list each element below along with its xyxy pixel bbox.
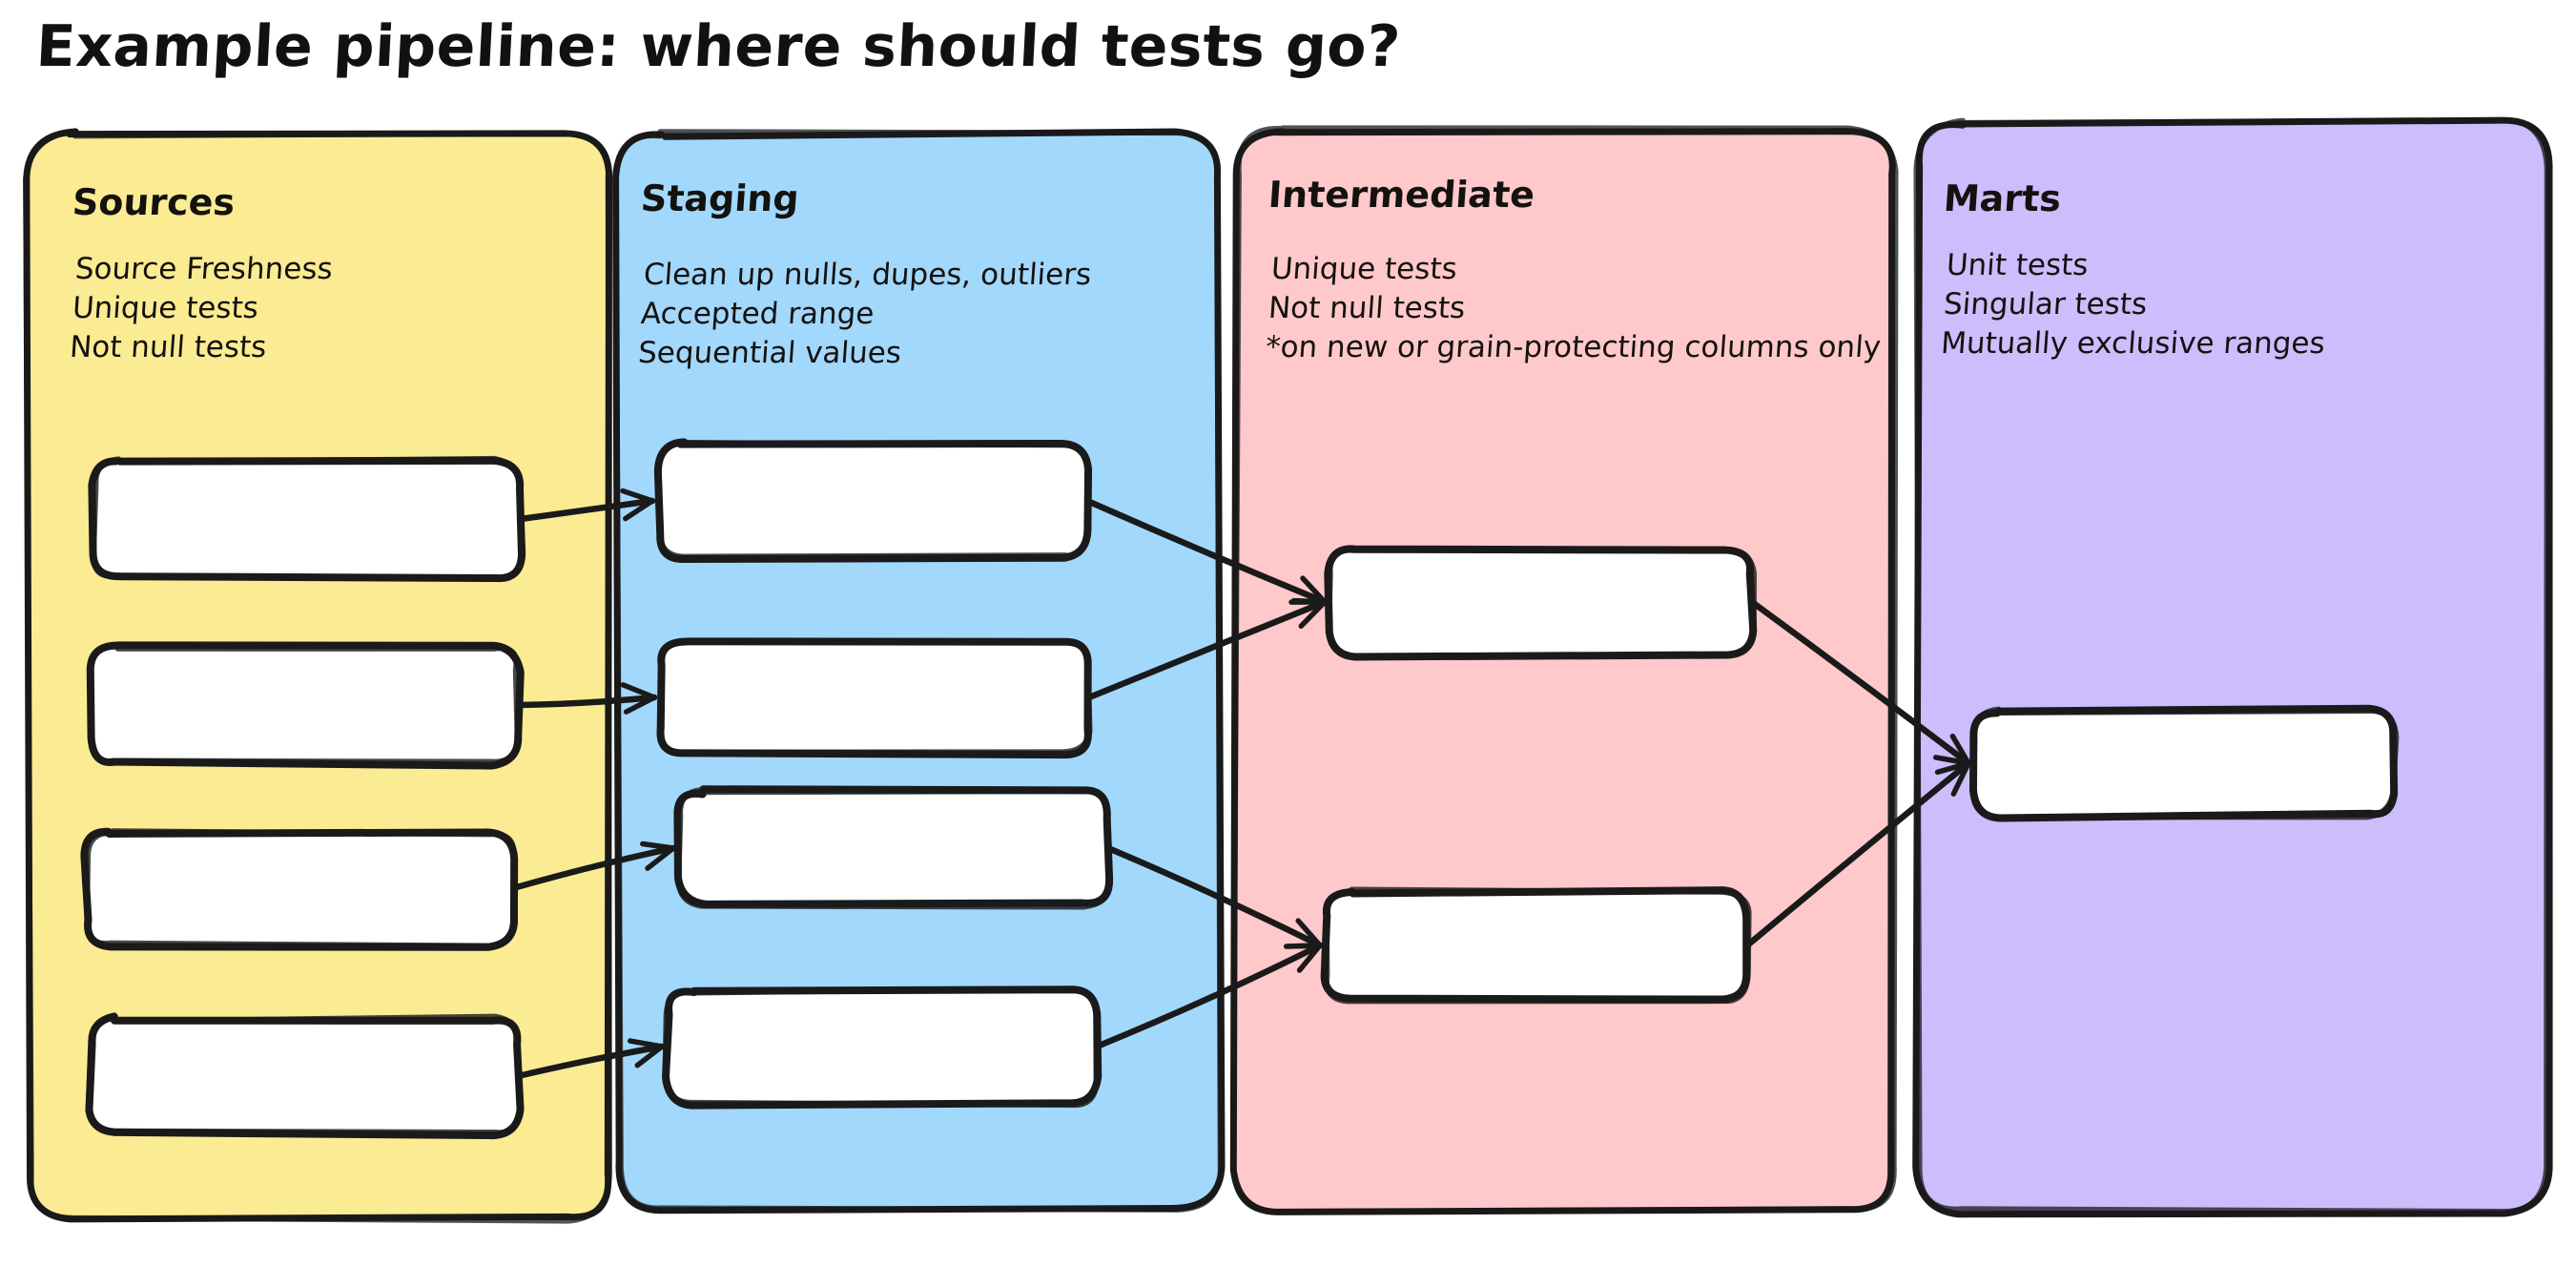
node-fill bbox=[657, 444, 1089, 559]
arrowhead-icon bbox=[1950, 760, 1971, 797]
node-outline bbox=[662, 986, 1100, 1109]
node-fill bbox=[92, 645, 518, 764]
edge-layer bbox=[509, 488, 1972, 1080]
arrowhead-icon bbox=[1934, 760, 1971, 776]
edge-src-4-to-stg-4 bbox=[514, 1038, 666, 1080]
node-box[interactable] bbox=[1324, 545, 1758, 661]
lane-background-marts bbox=[1915, 119, 2549, 1212]
arrowhead-icon bbox=[1949, 733, 1971, 766]
node-fill bbox=[86, 831, 515, 944]
lane-title-staging: Staging bbox=[639, 177, 801, 219]
node-box[interactable] bbox=[673, 785, 1114, 910]
lane-outline-marts bbox=[1913, 117, 2550, 1214]
arrowhead-icon bbox=[1300, 575, 1328, 605]
node-outline bbox=[656, 440, 1092, 560]
lane-title-intermediate: Intermediate bbox=[1267, 174, 1536, 216]
arrowhead-icon bbox=[620, 682, 657, 700]
arrowhead-icon bbox=[627, 1038, 665, 1049]
node-outline bbox=[91, 455, 526, 581]
node-box[interactable] bbox=[86, 641, 525, 770]
arrowhead-icon bbox=[1296, 943, 1323, 973]
node-outline bbox=[1324, 886, 1752, 1005]
node-layer bbox=[80, 438, 2400, 1140]
edge-stg-2-to-int-1 bbox=[1085, 598, 1329, 701]
lane-note-item: Not null tests bbox=[68, 329, 268, 364]
edge-int-2-to-mart-1 bbox=[1743, 759, 1972, 949]
lane-note-item: Singular tests bbox=[1942, 286, 2149, 322]
arrowhead-icon bbox=[645, 845, 676, 871]
node-outline bbox=[657, 639, 1093, 756]
arrowhead-icon bbox=[640, 841, 676, 851]
node-fill bbox=[1329, 548, 1754, 655]
lane-title-marts: Marts bbox=[1942, 177, 2063, 219]
lane-note-item: Source Freshness bbox=[73, 252, 335, 286]
edge-src-1-to-stg-1 bbox=[517, 488, 656, 523]
arrowhead-icon bbox=[623, 695, 657, 715]
lane-marts bbox=[1912, 116, 2553, 1218]
node-fill bbox=[668, 989, 1099, 1104]
lane-note-item: Unique tests bbox=[1269, 252, 1459, 286]
lane-note-item: Clean up nulls, dupes, outliers bbox=[642, 258, 1093, 292]
lane-note-item: Sequential values bbox=[636, 335, 903, 370]
node-outline bbox=[1326, 547, 1757, 661]
node-fill bbox=[94, 459, 520, 577]
node-box[interactable] bbox=[656, 637, 1093, 759]
node-box[interactable] bbox=[1320, 886, 1752, 1005]
edge-stg-4-to-int-2 bbox=[1093, 942, 1324, 1050]
node-fill bbox=[1974, 710, 2396, 818]
arrowhead-icon bbox=[623, 498, 655, 522]
lane-outline-intermediate bbox=[1230, 125, 1899, 1214]
lane-outline-staging bbox=[613, 129, 1224, 1213]
lane-note-item: Not null tests bbox=[1267, 290, 1467, 325]
edge-src-3-to-stg-3 bbox=[509, 841, 677, 892]
node-fill bbox=[1327, 890, 1749, 1001]
node-fill bbox=[678, 790, 1109, 905]
lane-title-sources: Sources bbox=[71, 181, 237, 223]
node-fill bbox=[659, 640, 1090, 756]
arrowhead-icon bbox=[634, 1044, 665, 1069]
arrowhead-icon bbox=[1298, 599, 1328, 629]
lane-outline-sources bbox=[23, 129, 613, 1224]
node-box[interactable] bbox=[88, 455, 526, 583]
lane-note-item: Unique tests bbox=[71, 290, 260, 325]
lane-note-item: Unit tests bbox=[1945, 248, 2090, 282]
node-outline bbox=[85, 1013, 524, 1135]
arrowhead-icon bbox=[1295, 918, 1323, 948]
lane-note-item: *on new or grain-protecting columns only bbox=[1264, 329, 1883, 364]
node-outline bbox=[84, 828, 517, 949]
lane-note-item: Mutually exclusive ranges bbox=[1939, 325, 2327, 361]
node-outline bbox=[675, 787, 1113, 910]
edge-src-2-to-stg-2 bbox=[514, 682, 658, 715]
node-outline bbox=[1969, 706, 2400, 820]
arrowhead-icon bbox=[1286, 943, 1323, 949]
arrowhead-icon bbox=[620, 488, 655, 504]
node-fill bbox=[89, 1017, 519, 1133]
lane-note-item: Accepted range bbox=[639, 296, 876, 331]
node-box[interactable] bbox=[80, 827, 519, 951]
node-box[interactable] bbox=[662, 986, 1103, 1110]
node-box[interactable] bbox=[1969, 704, 2400, 822]
node-box[interactable] bbox=[653, 438, 1093, 564]
node-outline bbox=[87, 641, 521, 765]
node-box[interactable] bbox=[85, 1012, 525, 1140]
